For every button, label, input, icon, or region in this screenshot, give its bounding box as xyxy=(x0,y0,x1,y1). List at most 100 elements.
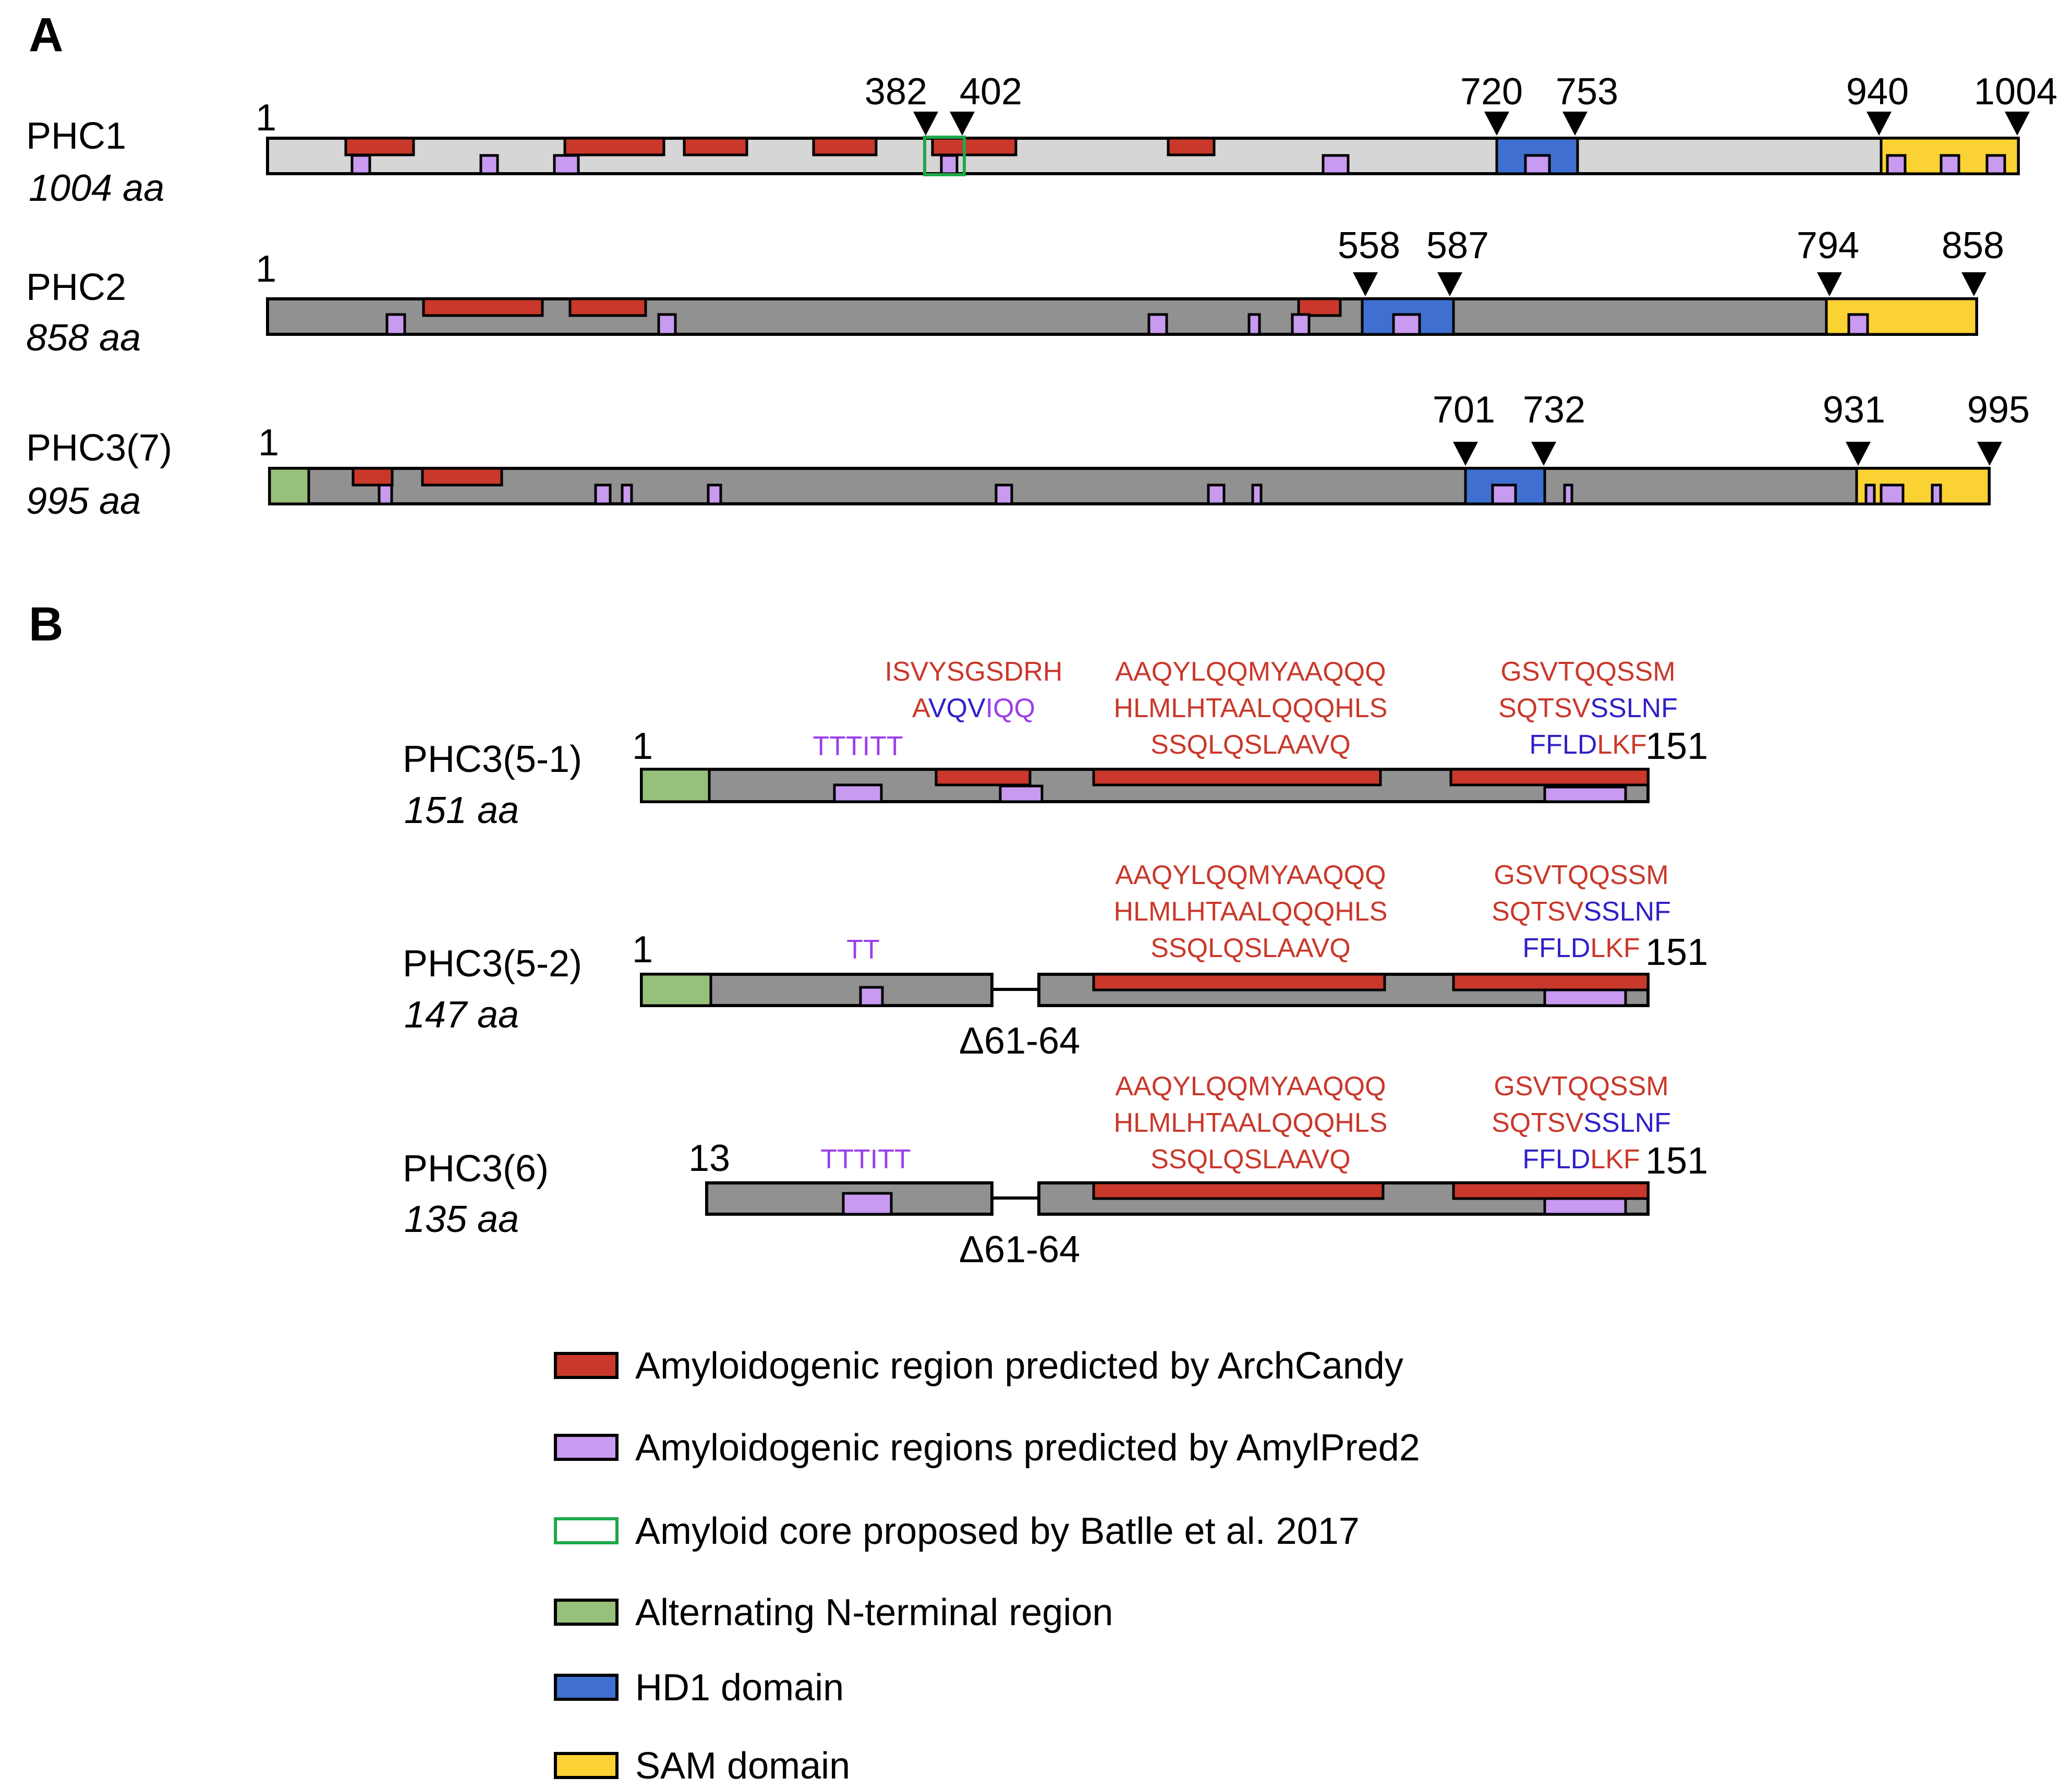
sequence-line: FFLDLKF xyxy=(1522,1144,1640,1175)
sequence-segment: VQV xyxy=(928,693,986,723)
archcandy-region xyxy=(1092,1181,1385,1200)
sequence-line: SSQLQSLAAVQ xyxy=(1150,1144,1350,1175)
amylpred-region xyxy=(1247,313,1261,336)
protein-length: 858 aa xyxy=(26,317,141,359)
archcandy-region xyxy=(931,137,1017,156)
amylpred-region xyxy=(657,313,677,336)
position-label: 995 xyxy=(1967,389,2030,431)
sequence-segment: SSLNF xyxy=(1583,1108,1671,1138)
start-label: 1 xyxy=(256,97,276,139)
legend-swatch xyxy=(554,1599,619,1626)
archcandy-region xyxy=(1092,973,1386,991)
amylpred-region xyxy=(1886,154,1907,175)
sequence-segment: ISVYSGSDRH xyxy=(885,657,1063,687)
panel-a: A PHC1 1004 aa 1 382 402 720 753 940 100… xyxy=(26,8,2057,522)
sequence-line: SQTSVSSLNF xyxy=(1498,693,1678,723)
amylpred-region xyxy=(1251,483,1263,505)
sequence-line: ISVYSGSDRH xyxy=(885,657,1063,687)
amylpred-region xyxy=(378,483,393,505)
amylpred-region xyxy=(1543,785,1627,803)
position-label: 558 xyxy=(1338,225,1400,267)
amylpred-region xyxy=(859,986,884,1007)
position-label: 587 xyxy=(1426,225,1489,267)
position-marker-arrow xyxy=(950,112,975,136)
legend-swatch xyxy=(554,1752,619,1779)
position-marker-arrow xyxy=(1977,442,2002,466)
isoform-phc3-6: PHC3(6) 135 aa 13 151 Δ61-64 TTTITTAAQYL… xyxy=(403,1071,1708,1271)
position-label: 931 xyxy=(1823,389,1885,431)
position-label: 1004 xyxy=(1974,71,2057,113)
protein-phc1: PHC1 1004 aa 1 382 402 720 753 940 1004 xyxy=(26,71,2057,209)
archcandy-region xyxy=(1092,768,1382,787)
sequence-segment: LKF xyxy=(1590,933,1640,963)
amylpred-region xyxy=(1524,154,1551,175)
amylpred-region xyxy=(1563,483,1573,505)
sequence-line: AAQYLQQMYAAQQQ xyxy=(1115,860,1386,890)
amylpred-region xyxy=(385,313,406,336)
amylpred-region xyxy=(1322,154,1350,175)
isoform-phc3-5-2: PHC3(5-2) 147 aa 1 151 Δ61-64 TTAAQYLQQM… xyxy=(403,860,1708,1062)
legend-label: HD1 domain xyxy=(635,1667,844,1709)
amylpred-region xyxy=(479,154,499,175)
archcandy-region xyxy=(422,297,544,317)
amyloid-core-box xyxy=(923,136,966,176)
position-label: 732 xyxy=(1523,389,1585,431)
protein-phc2: PHC2 858 aa 1 558 587 794 858 xyxy=(26,225,2004,359)
sequence-line: FFLDLKF xyxy=(1522,933,1640,963)
sequence-segment: AAQYLQQMYAAQQQ xyxy=(1115,1071,1386,1102)
sequence-line: AVQVIQQ xyxy=(912,693,1035,723)
position-label: 753 xyxy=(1556,71,1618,113)
protein-name: PHC2 xyxy=(26,267,126,308)
sequence-segment: LKF xyxy=(1597,730,1646,760)
sequence-segment: AAQYLQQMYAAQQQ xyxy=(1115,657,1386,687)
sequence-segment: TTTITT xyxy=(820,1144,911,1175)
sequence-line: HLMLHTAALQQQHLS xyxy=(1114,1108,1388,1138)
start-label: 1 xyxy=(256,248,276,290)
sequence-segment: TTTITT xyxy=(813,731,903,761)
position-marker-arrow xyxy=(1867,112,1892,136)
sequence-line: TTTITT xyxy=(813,731,903,761)
sequence-line: SSQLQSLAAVQ xyxy=(1150,933,1350,963)
sequence-line: GSVTQQSSM xyxy=(1494,1071,1668,1102)
sequence-segment: SSLNF xyxy=(1583,897,1671,927)
deletion-label: Δ61-64 xyxy=(959,1229,1080,1271)
archcandy-region xyxy=(1167,137,1216,156)
sequence-segment: HLMLHTAALQQQHLS xyxy=(1114,693,1388,723)
protein-length: 995 aa xyxy=(26,480,141,522)
sequence-line: AAQYLQQMYAAQQQ xyxy=(1115,1071,1386,1102)
amylpred-region xyxy=(1147,313,1168,336)
archcandy-region xyxy=(344,137,415,156)
protein-bar xyxy=(266,137,2020,175)
legend-label: Amyloidogenic region predicted by ArchCa… xyxy=(635,1345,1403,1387)
protein-name: PHC3(7) xyxy=(26,427,172,469)
position-markers: 558 587 794 858 xyxy=(1338,225,2004,296)
amylpred-region xyxy=(1491,483,1517,505)
sequence-line: SQTSVSSLNF xyxy=(1492,1108,1671,1138)
isoform-name: PHC3(5-2) xyxy=(403,943,582,985)
amylpred-region xyxy=(1931,483,1942,505)
position-marker-arrow xyxy=(1846,442,1871,466)
panel-a-label: A xyxy=(29,8,63,62)
sequence-line: FFLDLKF xyxy=(1529,730,1646,760)
end-label: 151 xyxy=(1645,725,1708,767)
sequence-segment: AAQYLQQMYAAQQQ xyxy=(1115,860,1386,890)
feature-layer xyxy=(385,297,1978,336)
nterm-region xyxy=(640,768,711,803)
amylpred-region xyxy=(350,154,371,175)
sequence-segment: GSVTQQSSM xyxy=(1500,657,1675,687)
protein-name: PHC1 xyxy=(26,115,126,157)
feature-layer xyxy=(640,768,1650,803)
legend-swatch xyxy=(554,1517,619,1544)
isoform-length: 151 aa xyxy=(404,790,519,831)
position-marker-arrow xyxy=(1453,442,1478,466)
nterm-region xyxy=(268,467,310,505)
deletion-label: Δ61-64 xyxy=(959,1020,1080,1062)
nterm-region xyxy=(640,973,712,1007)
sam-domain xyxy=(1855,467,1991,505)
amylpred-region xyxy=(621,483,633,505)
position-label: 382 xyxy=(865,71,927,113)
position-label: 701 xyxy=(1433,389,1495,431)
protein-bar xyxy=(268,467,1991,505)
sequence-line: HLMLHTAALQQQHLS xyxy=(1114,897,1388,927)
